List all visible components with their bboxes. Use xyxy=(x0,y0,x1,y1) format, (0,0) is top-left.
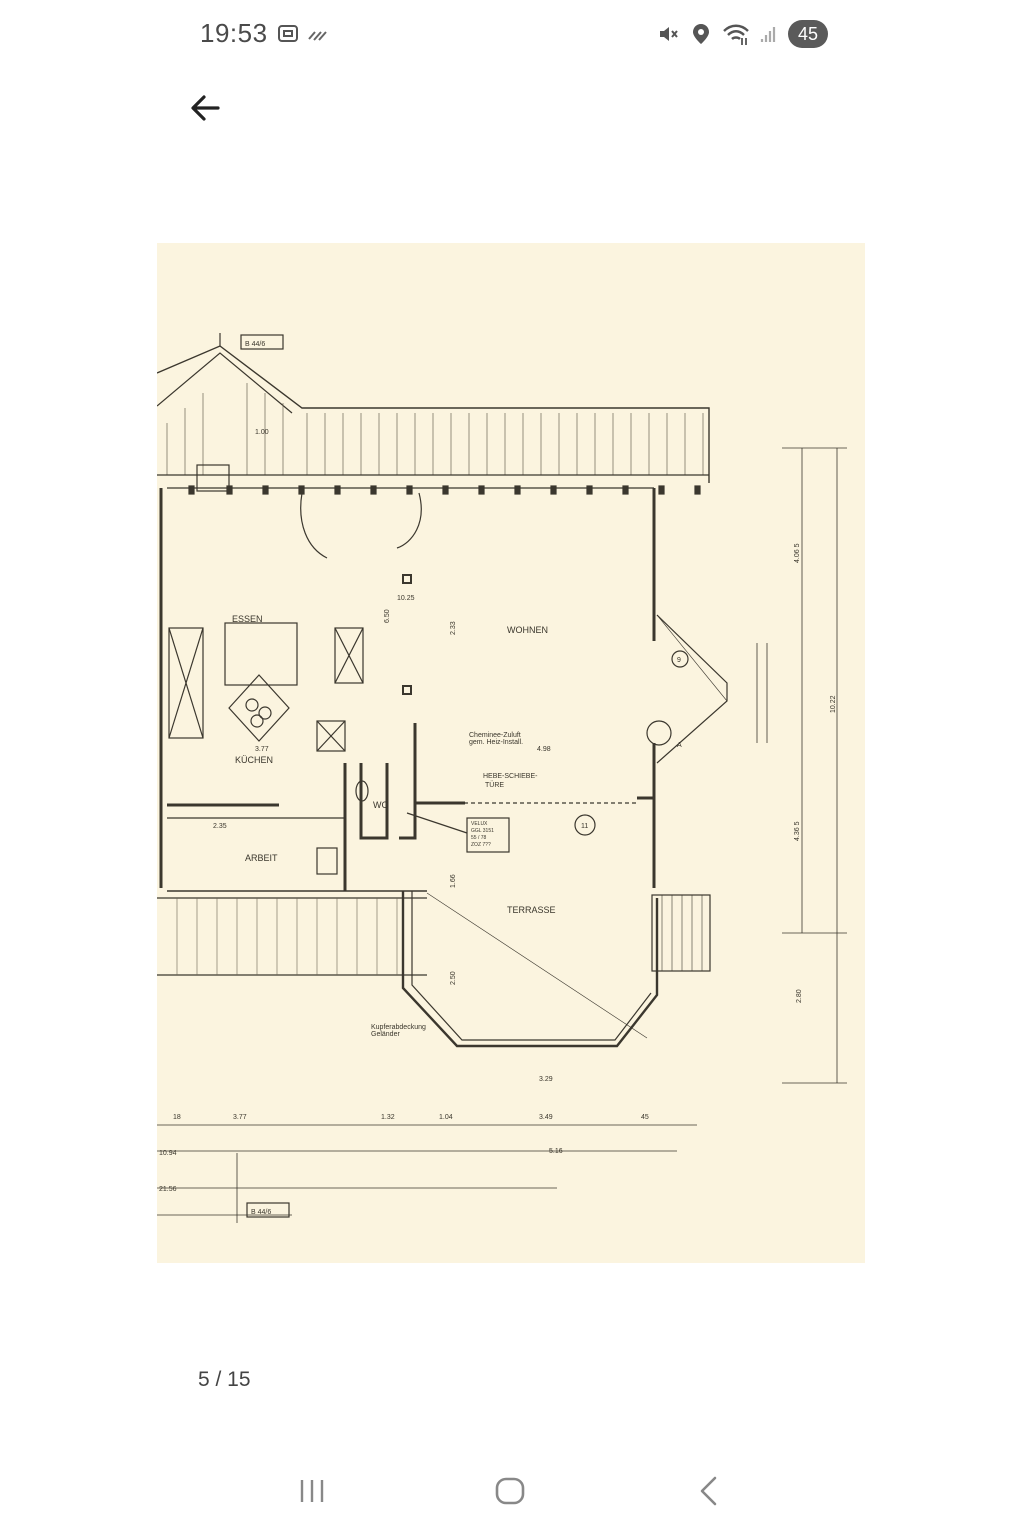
room-label-arbeit: ARBEIT xyxy=(245,853,278,863)
annotation-hebe-2: TÜRE xyxy=(485,781,504,789)
marker-a: A xyxy=(677,742,682,749)
dim-1-66: 1.66 xyxy=(450,874,457,888)
dim-18: 18 xyxy=(173,1114,181,1121)
section-mark-bottom: B 44/6 xyxy=(251,1209,271,1216)
floor-plan-drawing: ESSEN WOHNEN KÜCHEN ARBEIT WC TERRASSE B… xyxy=(157,333,847,1223)
velux-callout-4: ZOZ 7?? xyxy=(471,842,491,848)
dim-10-25: 10.25 xyxy=(397,595,415,602)
room-label-wohnen: WOHNEN xyxy=(507,625,548,635)
annotation-hebe-1: HEBE-SCHIEBE- xyxy=(483,773,538,780)
dim-45: 45 xyxy=(641,1114,649,1121)
velux-callout-1: VELUX xyxy=(471,821,488,827)
screenshot-icon xyxy=(278,25,298,42)
section-mark-top: B 44/6 xyxy=(245,341,265,348)
annotation-cheminee-2: gem. Heiz-Install. xyxy=(469,739,523,746)
dim-21-56: 21.56 xyxy=(159,1186,177,1193)
dim-10-94: 10.94 xyxy=(159,1150,177,1157)
back-arrow-icon[interactable] xyxy=(186,88,226,128)
floor-plan-image[interactable]: ESSEN WOHNEN KÜCHEN ARBEIT WC TERRASSE B… xyxy=(157,243,865,1263)
annotation-cheminee-1: Cheminee-Zuluft xyxy=(469,732,521,739)
dim-3-49: 3.49 xyxy=(539,1114,553,1121)
mute-icon xyxy=(660,27,678,41)
dim-2-35: 2.35 xyxy=(213,823,227,830)
dim-2-80: 2.80 xyxy=(796,989,803,1003)
dim-4-06-5: 4.06 5 xyxy=(794,543,801,563)
dim-1-04: 1.04 xyxy=(439,1114,453,1121)
dim-10-22: 10.22 xyxy=(830,695,837,713)
velux-callout-2: GGL 3151 xyxy=(471,828,494,834)
dim-3-77-top: 3.77 xyxy=(255,746,269,753)
dim-6-50: 6.50 xyxy=(384,609,391,623)
location-icon xyxy=(693,24,709,44)
sync-icon xyxy=(308,31,327,41)
dim-4-36-5: 4.36 5 xyxy=(794,821,801,841)
chevron-left-icon[interactable] xyxy=(690,1470,730,1510)
marker-9: 9 xyxy=(677,657,681,664)
status-bar: 19:53 45 xyxy=(0,0,1024,70)
annotation-kupfer-2: Geländer xyxy=(371,1031,400,1038)
dim-3-29: 3.29 xyxy=(539,1076,553,1083)
dim-4-98: 4.98 xyxy=(537,746,551,753)
annotation-kupfer-1: Kupferabdeckung xyxy=(371,1024,426,1031)
dim-1-32: 1.32 xyxy=(381,1114,395,1121)
dim-5-16: 5.16 xyxy=(549,1148,563,1155)
room-label-terrasse: TERRASSE xyxy=(507,905,556,915)
dim-3-77-bottom: 3.77 xyxy=(233,1114,247,1121)
page-counter: 5 / 15 xyxy=(198,1368,251,1391)
home-icon[interactable] xyxy=(490,1470,530,1510)
room-label-kuchen: KÜCHEN xyxy=(235,755,273,765)
room-label-essen: ESSEN xyxy=(232,614,263,624)
dim-2-50: 2.50 xyxy=(450,971,457,985)
room-label-wc: WC xyxy=(373,800,388,810)
recents-icon[interactable] xyxy=(292,1470,332,1510)
dim-2-33: 2.33 xyxy=(450,621,457,635)
dim-1-00: 1.00 xyxy=(255,429,269,436)
wifi-icon xyxy=(723,24,749,45)
status-time: 19:53 xyxy=(200,18,268,48)
velux-callout-3: 55 / 78 xyxy=(471,835,487,841)
marker-11: 11 xyxy=(581,823,588,830)
battery-icon: 45 xyxy=(788,20,828,48)
nav-bar xyxy=(0,1470,1024,1520)
signal-icon xyxy=(760,27,776,42)
